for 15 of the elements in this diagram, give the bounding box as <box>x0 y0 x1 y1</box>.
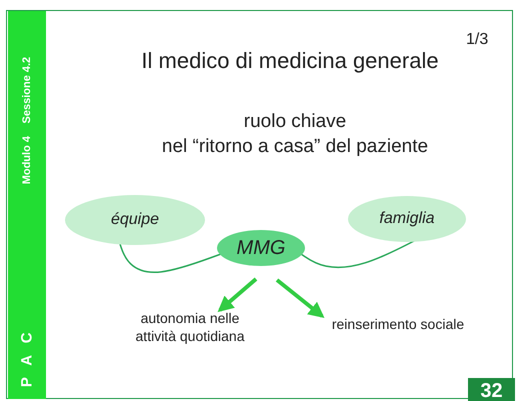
node-label: famiglia <box>379 210 435 228</box>
course-label: P A C <box>17 328 36 390</box>
outcome-text: reinserimento sociale <box>330 316 466 334</box>
slide-title: Il medico di medicina generale <box>140 48 440 74</box>
page-number: 32 <box>468 378 515 401</box>
connector-line <box>119 244 222 273</box>
subtitle: ruolo chiave <box>242 110 348 134</box>
node-label: équipe <box>110 211 160 229</box>
node-label: MMG <box>236 236 286 260</box>
arrow <box>276 278 324 318</box>
outcome-text: autonomia nelle attività quotidiana <box>134 310 246 345</box>
session-label: Sessione 4.2 <box>20 56 34 126</box>
arrow <box>218 277 258 312</box>
slide-counter: 1/3 <box>466 30 490 50</box>
subtitle: nel “ritorno a casa” del paziente <box>160 135 430 159</box>
